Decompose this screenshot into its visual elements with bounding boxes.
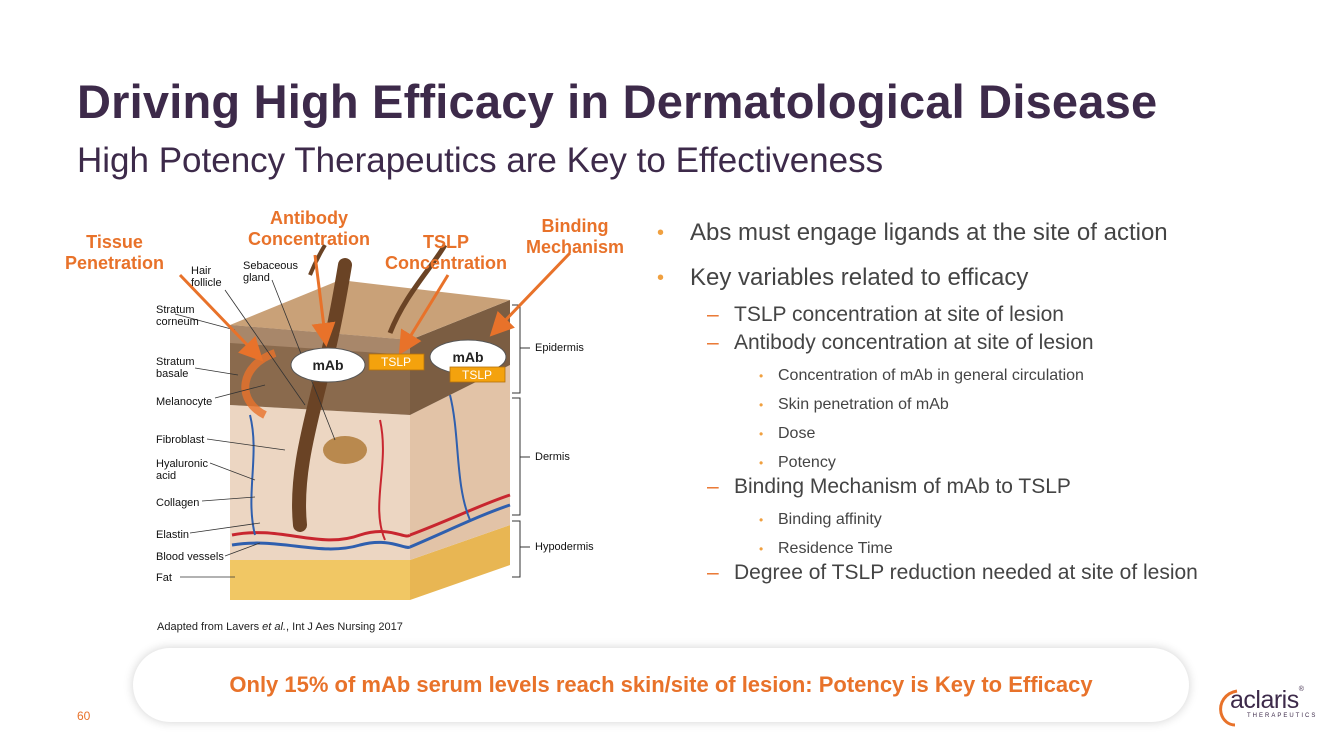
blood-vessel-red <box>231 529 412 542</box>
aclaris-logo: aclaris® THERAPEUTICS <box>1215 683 1315 727</box>
label-elastin: Elastin <box>156 529 190 541</box>
capillary-red <box>378 419 386 541</box>
blood-vessel-blue-side <box>409 503 511 549</box>
sub-bullet-item: –Binding Mechanism of mAb to TSLP <box>707 475 1071 498</box>
hair-shaft-2 <box>387 243 448 334</box>
fat-layer-front <box>230 560 410 600</box>
slide-subtitle: High Potency Therapeutics are Key to Eff… <box>77 141 884 180</box>
mab-label-2: mAb <box>452 349 483 365</box>
key-message-callout: Only 15% of mAb serum levels reach skin/… <box>133 648 1189 722</box>
tslp-box-1 <box>368 353 425 371</box>
label-tissue-penetration: Tissue Penetration <box>65 232 165 273</box>
hypodermis-bracket <box>512 520 521 578</box>
callout-text: Only 15% of mAb serum levels reach skin/… <box>229 672 1093 697</box>
sub-bullet-item: –Antibody concentration at site of lesio… <box>707 331 1094 354</box>
label-binding-mechanism: Binding Mechanism <box>526 216 625 257</box>
sub-bullet-item: –Degree of TSLP reduction needed at site… <box>707 561 1198 584</box>
hair-shaft-3 <box>308 243 327 276</box>
bullet-item: •Key variables related to efficacy <box>657 264 1029 291</box>
label-stratum-corneum: Stratum corneum <box>156 304 199 328</box>
skin-illustration: mAb TSLP mAb TSLP <box>174 243 572 600</box>
label-epidermis: Epidermis <box>535 342 584 354</box>
skin-surface <box>230 280 510 340</box>
dermis-bracket <box>512 397 521 516</box>
label-sebaceous-gland: Sebaceous gland <box>243 260 299 284</box>
label-hair-follicle: Hair follicle <box>191 265 222 289</box>
bullet-item: •Abs must engage ligands at the site of … <box>657 219 1168 246</box>
label-hyaluronic-acid: Hyaluronic acid <box>156 458 208 482</box>
dermis-front <box>230 405 410 560</box>
arrow-binding-mechanism <box>489 251 572 337</box>
label-blood-vessels: Blood vessels <box>156 551 224 563</box>
sub-sub-bullet-item: •Binding affinity <box>759 511 882 528</box>
label-antibody-concentration: Antibody Concentration <box>248 208 371 249</box>
dermis-side <box>410 365 510 560</box>
blood-vessel-red-side <box>409 493 511 537</box>
label-tslp-concentration: TSLP Concentration <box>385 232 508 273</box>
epidermis-bracket <box>512 304 521 394</box>
tslp-label-2: TSLP <box>462 368 492 382</box>
tslp-label-1: TSLP <box>381 355 411 369</box>
blood-vessel-blue <box>231 540 411 551</box>
label-stratum-basale: Stratum basale <box>156 356 195 380</box>
tslp-box-2 <box>449 366 506 383</box>
sub-sub-bullet-item: •Potency <box>759 454 836 471</box>
arrow-antibody-concentration <box>311 254 336 347</box>
label-dermis: Dermis <box>535 451 570 463</box>
label-collagen: Collagen <box>156 497 200 509</box>
label-hypodermis: Hypodermis <box>535 541 594 553</box>
page-number: 60 <box>77 709 91 723</box>
fat-layer-side <box>410 525 510 600</box>
figure-caption: Adapted from Lavers et al., Int J Aes Nu… <box>157 621 403 633</box>
arrow-tissue-penetration <box>178 273 264 362</box>
label-fat: Fat <box>156 572 172 584</box>
label-fibroblast: Fibroblast <box>156 434 205 446</box>
logo-swoosh-icon <box>1219 689 1238 727</box>
penetration-curve <box>241 349 277 419</box>
sebaceous-gland <box>323 436 367 464</box>
capillary-side <box>449 394 471 521</box>
bullet-list: •Abs must engage ligands at the site of … <box>655 220 1315 596</box>
label-melanocyte: Melanocyte <box>156 396 213 408</box>
sub-sub-bullet-item: •Concentration of mAb in general circula… <box>759 367 1084 384</box>
arrow-tslp-concentration <box>398 274 450 356</box>
capillary-blue <box>249 414 256 536</box>
slide-title: Driving High Efficacy in Dermatological … <box>77 75 1158 128</box>
mab-bubble-1 <box>290 347 366 383</box>
sub-sub-bullet-item: •Skin penetration of mAb <box>759 396 949 413</box>
mab-label-1: mAb <box>312 357 343 373</box>
sub-bullet-item: –TSLP concentration at site of lesion <box>707 303 1064 326</box>
skin-cross-section-diagram: mAb TSLP mAb TSLP Tissue Penetration Ant… <box>60 205 650 635</box>
sub-sub-bullet-item: •Dose <box>759 425 816 442</box>
sub-sub-bullet-item: •Residence Time <box>759 540 893 557</box>
